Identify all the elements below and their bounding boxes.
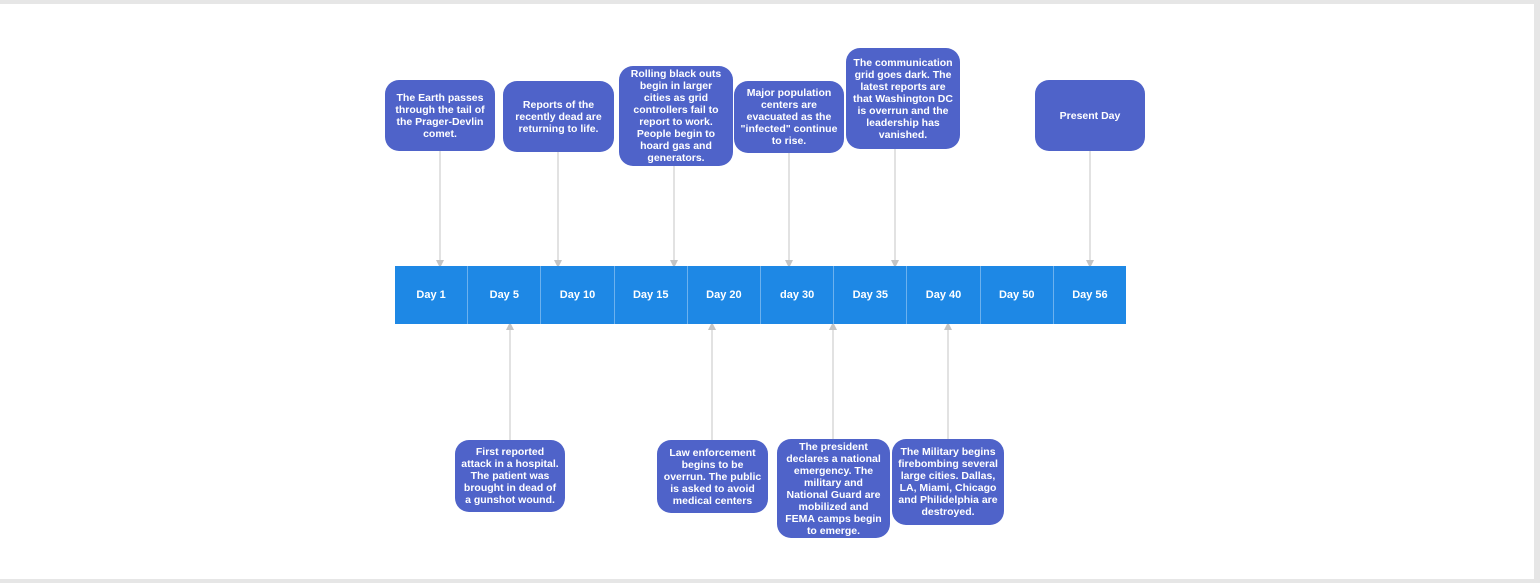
event-note-day-5[interactable]: First reported attack in a hospital. The… [455, 440, 565, 512]
event-note-day-40[interactable]: The Military begins firebombing several … [892, 439, 1004, 525]
event-note-day-35-below[interactable]: The president declares a national emerge… [777, 439, 890, 538]
timeline-day-10[interactable]: Day 10 [541, 266, 615, 324]
event-note-present-day[interactable]: Present Day [1035, 80, 1145, 151]
timeline-day-5[interactable]: Day 5 [468, 266, 542, 324]
timeline-day-30[interactable]: day 30 [761, 266, 835, 324]
timeline-day-15[interactable]: Day 15 [615, 266, 688, 324]
event-note-day-20[interactable]: Law enforcement begins to be overrun. Th… [657, 440, 768, 513]
event-note-day-15[interactable]: Rolling black outs begin in larger citie… [619, 66, 733, 166]
timeline-day-35[interactable]: Day 35 [834, 266, 908, 324]
event-note-day-10[interactable]: Reports of the recently dead are returni… [503, 81, 614, 152]
timeline-bar: Day 1 Day 5 Day 10 Day 15 Day 20 day 30 … [395, 266, 1126, 324]
timeline-day-20[interactable]: Day 20 [688, 266, 762, 324]
timeline-day-50[interactable]: Day 50 [981, 266, 1054, 324]
timeline-day-40[interactable]: Day 40 [907, 266, 981, 324]
timeline-day-1[interactable]: Day 1 [395, 266, 469, 324]
event-note-day-30[interactable]: Major population centers are evacuated a… [734, 81, 844, 153]
event-note-day-1[interactable]: The Earth passes through the tail of the… [385, 80, 495, 151]
event-note-day-35[interactable]: The communication grid goes dark. The la… [846, 48, 960, 149]
timeline-day-56[interactable]: Day 56 [1072, 289, 1108, 301]
